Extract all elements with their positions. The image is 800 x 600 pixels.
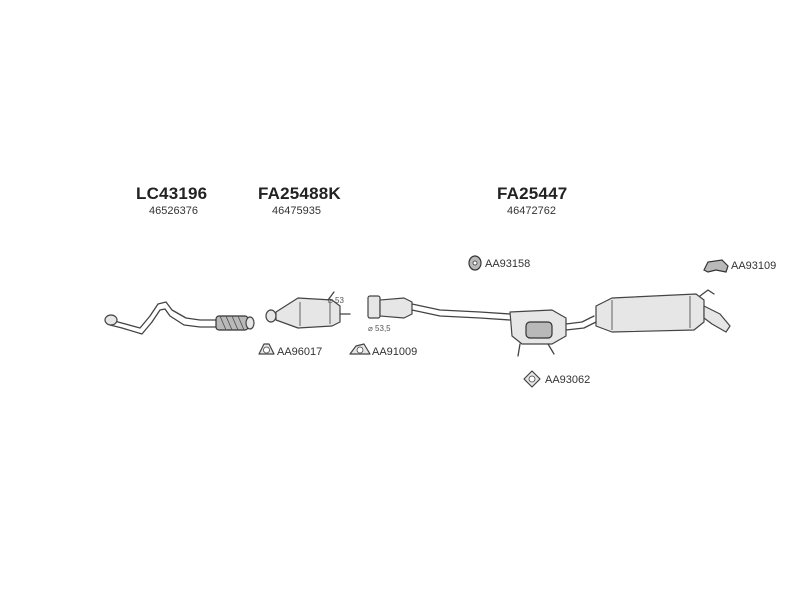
front-muffler-drawing[interactable] <box>509 309 597 357</box>
part-label-gasket-left: AA96017 <box>277 346 323 358</box>
group-oem-rear-system: 46472762 <box>507 205 556 217</box>
group-oem-catalyst: 46475935 <box>272 205 321 217</box>
part-label-gasket-mid: AA91009 <box>372 346 418 358</box>
group-code-catalyst: FA25488K <box>258 184 341 203</box>
catalyst-drawing[interactable] <box>265 291 351 329</box>
dimension-label-53-5: ⌀ 53,5 <box>368 324 391 333</box>
hanger-right-icon[interactable] <box>703 259 729 273</box>
clamp-bottom-icon[interactable] <box>523 370 541 388</box>
group-code-rear-system: FA25447 <box>497 184 568 203</box>
dimension-label-53: ⌀ 53 <box>328 296 344 305</box>
part-label-hanger-top: AA93158 <box>485 258 531 270</box>
gasket-left-icon[interactable] <box>258 343 275 355</box>
rear-muffler-drawing[interactable] <box>595 289 731 333</box>
part-label-hanger-right: AA93109 <box>731 260 777 272</box>
gasket-mid-icon[interactable] <box>349 343 371 355</box>
group-code-front-pipe: LC43196 <box>136 184 208 203</box>
front-pipe-drawing[interactable] <box>104 301 255 335</box>
hanger-top-icon[interactable] <box>468 255 482 271</box>
group-oem-front-pipe: 46526376 <box>149 205 198 217</box>
middle-muffler-drawing[interactable] <box>367 295 511 321</box>
part-label-clamp-bottom: AA93062 <box>545 374 591 386</box>
